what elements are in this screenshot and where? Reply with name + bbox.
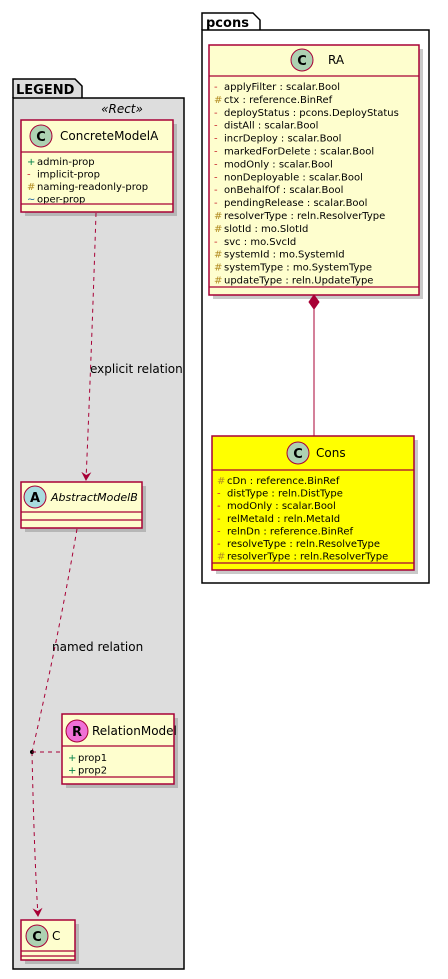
package-legend-label: LEGEND	[16, 83, 75, 98]
attribute-visibility-icon: -	[214, 121, 218, 132]
attribute-visibility-icon: +	[68, 753, 76, 764]
attribute-visibility-icon: #	[217, 476, 225, 487]
class-concrete-attributes: +admin-prop-implicit-prop#naming-readonl…	[27, 157, 148, 206]
attribute-text: onBehalfOf : scalar.Bool	[224, 185, 343, 196]
class-abstract-model-b[interactable]: A AbstractModelB	[20, 481, 146, 532]
attribute-text: nonDeployable : scalar.Bool	[224, 172, 363, 183]
attribute-visibility-icon: -	[214, 237, 218, 248]
attribute-text: implicit-prop	[37, 170, 100, 181]
class-badge-letter: C	[293, 447, 303, 462]
attribute-text: distType : reln.DistType	[227, 489, 343, 500]
attribute-visibility-icon: #	[27, 182, 35, 193]
attribute-visibility-icon: -	[217, 539, 221, 550]
class-relation-model[interactable]: R RelationModel +prop1+prop2	[61, 713, 178, 788]
class-badge-icon	[286, 441, 310, 465]
class-cons-name: Cons	[316, 446, 346, 460]
attribute-text: incrDeploy : scalar.Bool	[224, 134, 341, 145]
attribute-visibility-icon: ~	[27, 195, 35, 206]
attribute-text: prop1	[78, 753, 107, 764]
class-cons[interactable]: C Cons #cDn : reference.BinRef-distType …	[211, 435, 418, 574]
attribute-text: resolveType : reln.ResolveType	[227, 539, 380, 550]
attribute-text: svc : mo.SvcId	[224, 237, 296, 248]
attribute-visibility-icon: -	[214, 147, 218, 158]
attribute-visibility-icon: -	[214, 198, 218, 209]
attribute-text: resolverType : reln.ResolverType	[227, 552, 388, 563]
attribute-visibility-icon: -	[214, 82, 218, 93]
attribute-visibility-icon: #	[214, 276, 222, 287]
attribute-text: modOnly : scalar.Bool	[224, 159, 333, 170]
composition-ra-cons	[308, 294, 320, 436]
attribute-visibility-icon: -	[217, 489, 221, 500]
attribute-visibility-icon: -	[217, 526, 221, 537]
class-concrete-model-a[interactable]: C ConcreteModelA +admin-prop-implicit-pr…	[20, 119, 177, 216]
attribute-text: distAll : scalar.Bool	[224, 121, 318, 132]
class-badge-icon	[29, 124, 53, 148]
class-badge-icon	[25, 924, 49, 948]
attribute-visibility-icon: #	[214, 224, 222, 235]
attribute-visibility-icon: -	[214, 172, 218, 183]
attribute-visibility-icon: -	[27, 170, 31, 181]
named-relation: named relation	[30, 528, 143, 917]
class-ra-name: RA	[328, 53, 345, 67]
attribute-text: admin-prop	[37, 157, 95, 168]
attribute-text: systemType : mo.SystemType	[224, 263, 372, 274]
relation-badge-icon	[65, 719, 89, 743]
attribute-visibility-icon: +	[27, 157, 35, 168]
attribute-text: modOnly : scalar.Bool	[227, 501, 336, 512]
attribute-text: deployStatus : pcons.DeployStatus	[224, 108, 399, 119]
package-pcons-label: pcons	[206, 16, 249, 31]
attribute-visibility-icon: -	[214, 185, 218, 196]
attribute-text: prop2	[78, 766, 107, 777]
attribute-visibility-icon: #	[214, 211, 222, 222]
attribute-text: oper-prop	[37, 195, 85, 206]
attribute-text: naming-readonly-prop	[37, 182, 148, 193]
attribute-visibility-icon: #	[214, 263, 222, 274]
class-relation-attributes: +prop1+prop2	[68, 753, 107, 777]
attribute-visibility-icon: -	[214, 108, 218, 119]
explicit-relation-label: explicit relation	[90, 362, 183, 376]
attribute-text: pendingRelease : scalar.Bool	[224, 198, 367, 209]
attribute-visibility-icon: #	[214, 250, 222, 261]
class-ra[interactable]: C RA -applyFilter : scalar.Bool#ctx : re…	[208, 44, 423, 299]
attribute-visibility-icon: -	[214, 134, 218, 145]
attribute-text: updateType : reln.UpdateType	[224, 276, 373, 287]
attribute-text: cDn : reference.BinRef	[227, 476, 340, 487]
attribute-visibility-icon: -	[217, 514, 221, 525]
attribute-text: ctx : reference.BinRef	[224, 95, 333, 106]
class-badge-icon	[290, 48, 314, 72]
attribute-text: resolverType : reln.ResolverType	[224, 211, 385, 222]
class-badge-letter: A	[30, 491, 40, 506]
attribute-text: slotId : mo.SlotId	[224, 224, 308, 235]
package-legend-stereotype: «Rect»	[101, 102, 143, 116]
class-relation-name: RelationModel	[92, 724, 177, 738]
package-legend: LEGEND «Rect»	[12, 78, 185, 970]
class-c-name: C	[52, 929, 60, 943]
attribute-text: relMetaId : reln.MetaId	[227, 514, 340, 525]
named-relation-label: named relation	[52, 640, 143, 654]
class-badge-letter: C	[36, 130, 46, 145]
attribute-visibility-icon: +	[68, 766, 76, 777]
abstract-badge-icon	[23, 485, 47, 509]
attribute-text: markedForDelete : scalar.Bool	[224, 147, 374, 158]
attribute-visibility-icon: #	[217, 552, 225, 563]
class-ra-attributes: -applyFilter : scalar.Bool#ctx : referen…	[214, 82, 399, 287]
class-concrete-name: ConcreteModelA	[60, 129, 159, 143]
explicit-relation: explicit relation	[81, 212, 183, 481]
class-abstract-name: AbstractModelB	[50, 491, 138, 504]
class-badge-letter: C	[32, 930, 42, 945]
attribute-text: systemId : mo.SystemId	[224, 250, 345, 261]
class-cons-attributes: #cDn : reference.BinRef-distType : reln.…	[217, 476, 388, 563]
attribute-text: relnDn : reference.BinRef	[227, 526, 353, 537]
attribute-text: applyFilter : scalar.Bool	[224, 82, 340, 93]
attribute-visibility-icon: -	[214, 159, 218, 170]
class-badge-letter: R	[72, 725, 82, 740]
class-badge-letter: C	[297, 54, 307, 69]
attribute-visibility-icon: #	[214, 95, 222, 106]
class-c[interactable]: C C	[20, 919, 79, 964]
attribute-visibility-icon: -	[217, 501, 221, 512]
